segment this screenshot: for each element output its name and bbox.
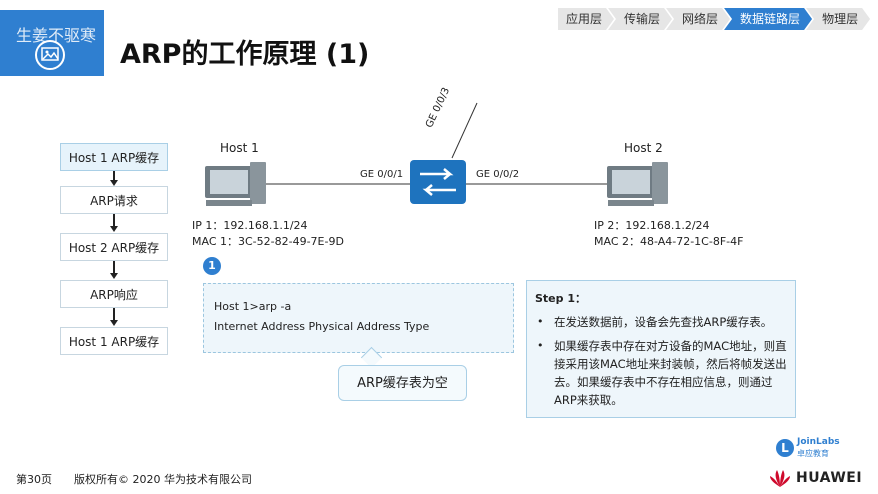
layer-application[interactable]: 应用层 bbox=[558, 8, 614, 30]
host1-mac: MAC 1：3C-52-82-49-7E-9D bbox=[192, 235, 344, 248]
layer-physical[interactable]: 物理层 bbox=[806, 8, 870, 30]
arp-command-box: Host 1>arp -a Internet Address Physical … bbox=[203, 283, 514, 353]
joinlabs-icon: L bbox=[776, 439, 794, 457]
image-icon bbox=[35, 40, 65, 70]
layer-transport[interactable]: 传输层 bbox=[608, 8, 672, 30]
host1-name: Host 1 bbox=[220, 141, 259, 155]
flow-arrowhead bbox=[110, 226, 118, 232]
info-bullet-1: 在发送数据前，设备会先查找ARP缓存表。 bbox=[554, 315, 773, 329]
flow-step-host1-cache-final: Host 1 ARP缓存 bbox=[60, 327, 168, 355]
header-banner-notch bbox=[92, 10, 104, 76]
host2-computer-icon bbox=[607, 162, 668, 206]
flow-arrow bbox=[113, 261, 115, 274]
cmd-output-header: Internet Address Physical Address Type bbox=[214, 320, 430, 333]
page-number: 第30页 bbox=[16, 473, 52, 486]
joinlabs-sub: 卓应教育 bbox=[797, 449, 829, 458]
port-ge001: GE 0/0/1 bbox=[360, 169, 404, 180]
flow-arrowhead bbox=[110, 273, 118, 279]
copyright: 版权所有© 2020 华为技术有限公司 bbox=[74, 473, 252, 486]
layer-nav: 应用层 传输层 网络层 数据链路层 物理层 bbox=[558, 8, 870, 30]
flow-arrow bbox=[113, 308, 115, 321]
bullet-mark: • bbox=[537, 315, 544, 328]
page-title: ARP的工作原理 (1) bbox=[120, 39, 370, 70]
info-bullet-2: 如果缓存表中存在对方设备的MAC地址，则直接采用该MAC地址来封装帧，然后将帧发… bbox=[554, 339, 787, 407]
joinlabs-name: JoinLabs bbox=[797, 437, 840, 447]
host1-computer-icon bbox=[205, 162, 266, 206]
flow-step-arp-request: ARP请求 bbox=[60, 186, 168, 214]
flow-arrow bbox=[113, 171, 115, 181]
flow-arrow bbox=[113, 214, 115, 227]
port-ge002: GE 0/0/2 bbox=[476, 169, 520, 180]
host2-ip: IP 2：192.168.1.2/24 bbox=[594, 219, 710, 232]
step-badge: 1 bbox=[203, 257, 221, 275]
flow-arrowhead bbox=[110, 320, 118, 326]
host2-mac: MAC 2：48-A4-72-1C-8F-4F bbox=[594, 235, 744, 248]
flow-step-host1-cache: Host 1 ARP缓存 bbox=[60, 143, 168, 171]
step-info-box: Step 1： • 在发送数据前，设备会先查找ARP缓存表。 • 如果缓存表中存… bbox=[526, 280, 796, 418]
host1-ip: IP 1：192.168.1.1/24 bbox=[192, 219, 308, 232]
watermark: 生姜不驱寒 bbox=[16, 26, 97, 45]
joinlabs-logo: L JoinLabs 卓应教育 bbox=[776, 437, 840, 459]
arp-empty-callout: ARP缓存表为空 bbox=[338, 365, 467, 401]
flow-arrowhead bbox=[110, 180, 118, 186]
huawei-wordmark: HUAWEI bbox=[796, 470, 863, 486]
info-title: Step 1： bbox=[535, 292, 586, 305]
huawei-logo: HUAWEI bbox=[768, 468, 868, 488]
layer-datalink[interactable]: 数据链路层 bbox=[724, 8, 812, 30]
huawei-flower-icon bbox=[770, 470, 790, 487]
layer-network[interactable]: 网络层 bbox=[666, 8, 730, 30]
bullet-mark: • bbox=[537, 339, 544, 352]
flow-step-host2-cache: Host 2 ARP缓存 bbox=[60, 233, 168, 261]
host2-name: Host 2 bbox=[624, 141, 663, 155]
switch-icon bbox=[410, 160, 466, 204]
cmd-line: Host 1>arp -a bbox=[214, 300, 292, 313]
flow-step-arp-reply: ARP响应 bbox=[60, 280, 168, 308]
